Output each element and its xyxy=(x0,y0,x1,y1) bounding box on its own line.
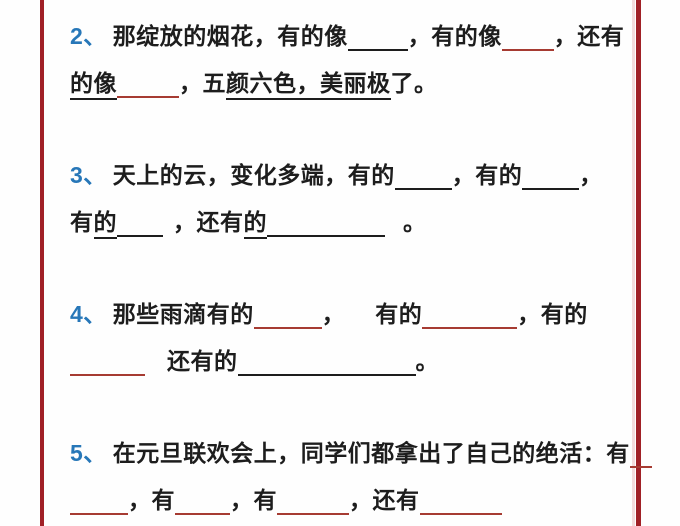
answer-blank xyxy=(70,503,128,515)
underlined-text: 的像 xyxy=(70,70,117,100)
question-4-line-2: 还有的 。 xyxy=(70,338,646,385)
spacer xyxy=(385,226,403,230)
answer-blank xyxy=(117,225,163,237)
question-text: 了。 xyxy=(390,70,438,96)
question-text: 。 xyxy=(415,348,439,374)
spacer xyxy=(145,365,167,369)
question-2-line-1: 2、那绽放的烟花，有的像 ，有的像 ，还有 xyxy=(70,13,646,60)
answer-blank xyxy=(501,39,554,51)
question-text: ，有的 xyxy=(451,162,523,188)
question-5-line-1: 5、在元旦联欢会上，同学们都拿出了自己的绝活：有 xyxy=(70,430,652,477)
question-text: 在元旦联欢会上，同学们都拿出了自己的绝活：有 xyxy=(112,440,630,466)
question-number: 5、 xyxy=(70,440,107,466)
answer-blank xyxy=(237,364,416,376)
question-text: 有的 xyxy=(375,301,423,327)
question-text: 那绽放的烟花，有的像 xyxy=(112,23,348,49)
answer-blank xyxy=(394,178,452,190)
left-border-rule xyxy=(40,0,44,526)
question-4-line-1: 4、那些雨滴有的，有的，有的 xyxy=(70,291,646,338)
answer-blank xyxy=(253,317,322,329)
question-text: 还有的 xyxy=(167,348,238,374)
answer-blank xyxy=(117,86,179,98)
right-border-highlight xyxy=(632,0,635,526)
question-text: ，还有 xyxy=(349,487,420,513)
underlined-text: 的 xyxy=(243,209,267,239)
answer-blank xyxy=(277,503,349,515)
underlined-text: 的 xyxy=(93,209,117,239)
question-text: 。 xyxy=(403,209,427,235)
question-text: ，有 xyxy=(230,487,277,513)
question-3-line-1: 3、天上的云，变化多端，有的 ，有的 ， xyxy=(70,152,646,199)
answer-blank xyxy=(422,317,518,329)
question-text: ，还有 xyxy=(553,23,625,49)
question-text: ， xyxy=(321,301,346,327)
answer-blank xyxy=(267,225,385,237)
answer-blank xyxy=(347,39,408,51)
question-text: ，有的 xyxy=(517,301,588,327)
question-4: 4、那些雨滴有的，有的，有的还有的。 xyxy=(70,291,646,385)
question-text: ，还有 xyxy=(173,209,244,235)
question-2: 2、那绽放的烟花，有的像 ，有的像 ，还有的像 ，五颜六色，美丽极了。 xyxy=(70,13,646,107)
answer-blank xyxy=(522,178,580,190)
underlined-text: 颜六色，美丽极 xyxy=(226,70,391,100)
question-text: ，有的像 xyxy=(407,23,502,49)
answer-blank xyxy=(70,364,145,376)
question-3: 3、天上的云，变化多端，有的，有的，有的，还有的。 xyxy=(70,152,646,246)
answer-blank xyxy=(629,456,652,468)
question-text: 那些雨滴有的 xyxy=(112,301,254,327)
question-text: 有 xyxy=(70,209,94,235)
right-border-rule xyxy=(636,0,641,526)
spacer xyxy=(163,226,173,230)
question-number: 3、 xyxy=(70,162,107,188)
answer-blank xyxy=(175,503,230,515)
question-3-line-2: 有的，还有的。 xyxy=(70,199,646,246)
question-2-line-2: 的像 ，五颜六色，美丽极了。 xyxy=(70,60,646,107)
question-number: 2、 xyxy=(70,23,107,49)
question-text: ， xyxy=(579,162,603,188)
question-5: 5、在元旦联欢会上，同学们都拿出了自己的绝活：有 ，有 ，有 ，还有 xyxy=(70,430,652,524)
question-5-line-2: ，有 ，有 ，还有 xyxy=(70,477,646,524)
question-number: 4、 xyxy=(70,301,107,327)
question-text: ，五 xyxy=(179,70,226,96)
question-text: ，有 xyxy=(128,487,175,513)
spacer xyxy=(345,318,375,322)
question-text: 天上的云，变化多端，有的 xyxy=(112,162,395,188)
answer-blank xyxy=(419,503,502,515)
questions-container: 2、那绽放的烟花，有的像，有的像，还有的像，五颜六色，美丽极了。3、天上的云，变… xyxy=(70,0,652,526)
